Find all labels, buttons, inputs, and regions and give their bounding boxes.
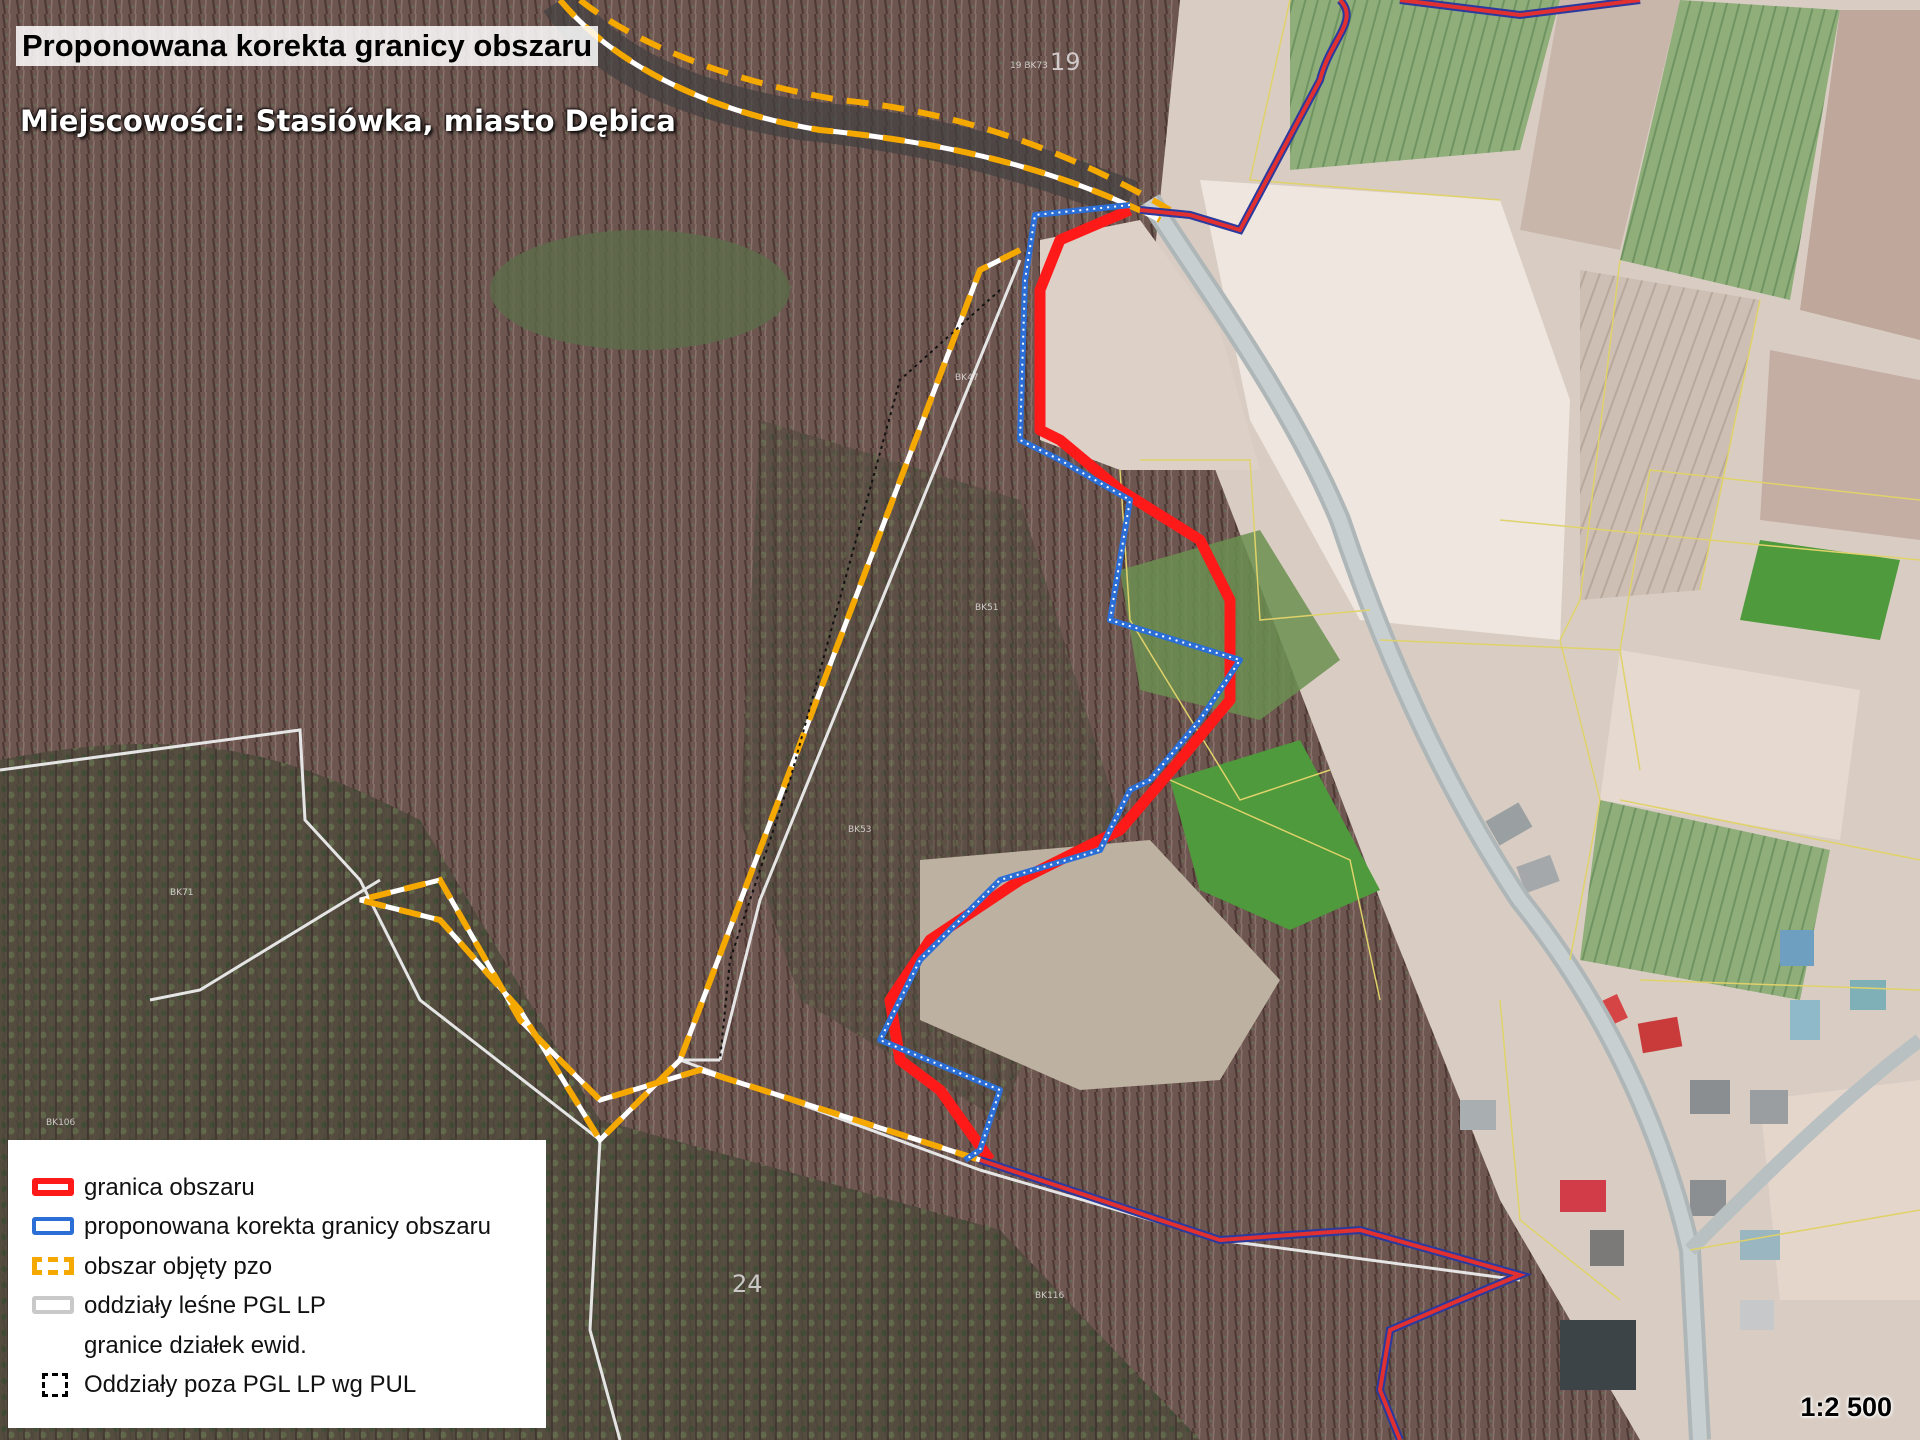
field-plot xyxy=(1740,540,1900,640)
legend-item-proposed-boundary: proponowana korekta granicy obszaru xyxy=(30,1208,546,1248)
compartment-label-24: 24 xyxy=(732,1270,763,1298)
legend-item-parcels: granice działek ewid. xyxy=(30,1326,546,1366)
forest-code-label: BK47 xyxy=(955,373,979,383)
road xyxy=(1144,196,1707,1440)
forest-code-label: BK116 xyxy=(1035,1291,1065,1301)
ravine xyxy=(543,0,1138,219)
legend-label: obszar objęty pzo xyxy=(84,1252,273,1280)
map-legend: granica obszaru proponowana korekta gran… xyxy=(8,1140,546,1428)
compartment-label-19: 19 xyxy=(1050,48,1081,76)
orange-dashed-swatch xyxy=(30,1253,80,1281)
meadow xyxy=(920,840,1280,1090)
field-plot xyxy=(1580,800,1830,1000)
legend-label: Oddziały poza PGL LP wg PUL xyxy=(84,1371,417,1399)
forest-code-label: 19 BK73 xyxy=(1010,61,1048,71)
legend-label: granica obszaru xyxy=(84,1173,255,1201)
meadow xyxy=(1170,740,1380,930)
field-plot xyxy=(1040,220,1260,470)
gray-outline-swatch xyxy=(30,1292,80,1320)
field-plot xyxy=(1760,350,1920,540)
map-scale: 1:2 500 xyxy=(1800,1392,1892,1422)
field-plot xyxy=(1200,180,1570,640)
field-plot xyxy=(1290,0,1560,170)
map-subtitle: Miejscowości: Stasiówka, miasto Dębica xyxy=(20,104,676,138)
field-plot xyxy=(1800,10,1920,340)
black-dashed-swatch xyxy=(30,1371,80,1399)
empty-swatch xyxy=(30,1332,80,1360)
forest-code-label: BK51 xyxy=(975,603,999,613)
forest-code-label: BK71 xyxy=(170,888,194,898)
proposed-boundary xyxy=(877,202,1243,1163)
forest-code-label: BK53 xyxy=(848,825,872,835)
map-title: Proponowana korekta granicy obszaru xyxy=(16,26,599,66)
field-plot xyxy=(1520,0,1680,250)
pzo-boundary xyxy=(359,0,1172,1163)
legend-label: proponowana korekta granicy obszaru xyxy=(84,1213,491,1241)
legend-label: granice działek ewid. xyxy=(84,1331,307,1359)
parcel-boundaries xyxy=(1119,0,1920,1301)
legend-item-non-pgl-units: Oddziały poza PGL LP wg PUL xyxy=(30,1366,546,1406)
legend-item-forest-units: oddziały leśne PGL LP xyxy=(30,1287,546,1327)
blue-outline-swatch xyxy=(30,1213,80,1241)
legend-item-area-boundary: granica obszaru xyxy=(30,1168,546,1208)
forest-clearing xyxy=(490,230,790,350)
buildings xyxy=(1460,802,1886,1390)
forest-code-label: BK106 xyxy=(46,1118,76,1128)
legend-item-pzo: obszar objęty pzo xyxy=(30,1247,546,1287)
side-road xyxy=(1685,1034,1920,1255)
forest-unit-boundaries xyxy=(0,259,1521,1440)
field-plot xyxy=(1600,650,1860,840)
red-outline-swatch xyxy=(30,1174,80,1202)
field-plot xyxy=(1620,0,1840,300)
legend-label: oddziały leśne PGL LP xyxy=(84,1292,326,1320)
non-pgl-forest-units xyxy=(719,289,1001,1061)
